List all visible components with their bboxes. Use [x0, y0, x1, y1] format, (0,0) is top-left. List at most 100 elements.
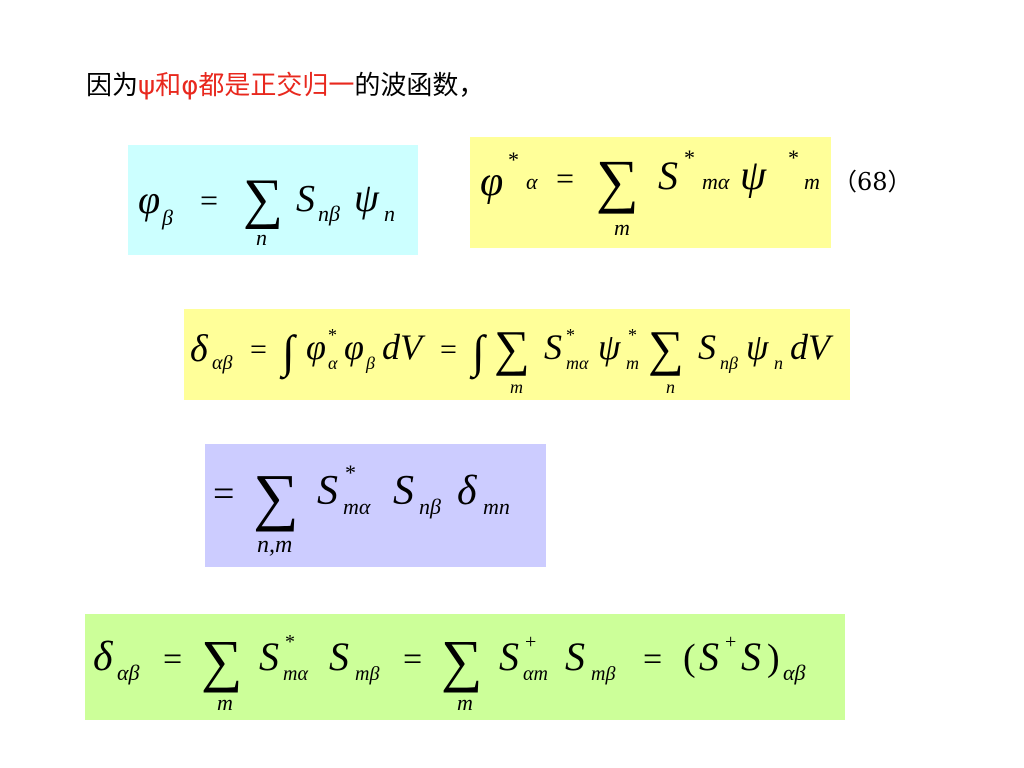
formula-delta-result: δ αβ = ∑ m S * mα S mβ = ∑ m S + αm S mβ… [93, 628, 806, 715]
svg-text:n: n [256, 225, 267, 250]
formula-delta-integral: δ αβ = ∫ φ * α φ β dV = ∫ ∑ m S * mα ψ *… [190, 320, 834, 397]
svg-text:ψ: ψ [746, 327, 769, 367]
svg-text:n,m: n,m [257, 532, 292, 558]
svg-text:m: m [457, 690, 473, 715]
svg-text:*: * [788, 145, 799, 170]
svg-text:nβ: nβ [419, 494, 441, 519]
heading-line: 因为ψ和φ都是正交归一的波函数， [86, 66, 484, 106]
svg-text:S: S [317, 468, 338, 514]
svg-text:S: S [741, 634, 761, 679]
svg-text:∑: ∑ [201, 628, 242, 693]
svg-text:mβ: mβ [591, 663, 615, 685]
svg-text:(: ( [683, 637, 696, 679]
svg-text:β: β [161, 205, 173, 230]
formula-phi-beta-box: φ β = ∑ n S nβ ψ n [128, 145, 418, 255]
formula-delta-integral-box: δ αβ = ∫ φ * α φ β dV = ∫ ∑ m S * mα ψ *… [184, 309, 850, 400]
svg-text:=: = [440, 333, 457, 366]
heading-and: 和 [155, 71, 182, 101]
svg-text:α: α [328, 353, 338, 373]
svg-text:*: * [684, 145, 695, 170]
svg-text:n: n [774, 353, 783, 373]
svg-text:S: S [698, 327, 716, 367]
svg-text:n: n [666, 377, 675, 397]
svg-text:S: S [393, 468, 414, 514]
svg-text:nβ: nβ [720, 353, 738, 373]
formula-phi-beta: φ β = ∑ n S nβ ψ n [138, 168, 395, 250]
svg-text:mα: mα [343, 494, 371, 519]
svg-text:*: * [508, 147, 519, 172]
svg-text:S: S [296, 178, 315, 220]
svg-text:mβ: mβ [355, 663, 379, 685]
svg-text:∑: ∑ [253, 461, 299, 532]
formula-phi-star-alpha: φ * α = ∑ m S * mα ψ * m [480, 145, 820, 240]
svg-text:*: * [345, 460, 356, 485]
svg-text:n: n [384, 201, 395, 226]
heading-psi: ψ [138, 71, 156, 101]
svg-text:S: S [565, 634, 585, 679]
svg-text:β: β [365, 353, 375, 373]
formula-delta-result-box: δ αβ = ∑ m S * mα S mβ = ∑ m S + αm S mβ… [85, 614, 845, 720]
svg-text:∑: ∑ [494, 320, 530, 376]
svg-text:ψ: ψ [598, 327, 621, 367]
svg-text:mn: mn [483, 494, 510, 519]
svg-text:∑: ∑ [441, 628, 482, 693]
svg-text:ψ: ψ [354, 175, 380, 220]
svg-text:φ: φ [344, 327, 364, 367]
svg-text:=: = [200, 182, 218, 218]
svg-text:α: α [526, 169, 538, 194]
svg-text:=: = [556, 160, 574, 196]
svg-text:mα: mα [283, 663, 308, 685]
svg-text:dV: dV [382, 327, 426, 367]
svg-text:m: m [614, 215, 630, 240]
svg-text:∑: ∑ [243, 168, 283, 230]
svg-text:S: S [499, 634, 519, 679]
formula-sum-delta: = ∑ n,m S * mα S nβ δ mn [213, 460, 510, 558]
svg-text:nβ: nβ [318, 201, 340, 226]
svg-text:∑: ∑ [648, 320, 684, 376]
svg-text:m: m [217, 690, 233, 715]
svg-text:*: * [328, 325, 337, 345]
svg-text:mα: mα [702, 169, 730, 194]
heading-orthonormal: 都是正交归一 [198, 71, 355, 101]
svg-text:φ: φ [480, 159, 503, 205]
svg-text:αβ: αβ [783, 660, 806, 685]
svg-text:=: = [643, 641, 662, 678]
heading-phi: φ [181, 71, 199, 101]
svg-text:=: = [163, 641, 182, 678]
svg-text:αβ: αβ [212, 352, 232, 374]
svg-text:+: + [525, 631, 536, 653]
svg-text:*: * [628, 325, 637, 345]
svg-text:m: m [626, 353, 639, 373]
svg-text:dV: dV [790, 327, 834, 367]
svg-text:∫: ∫ [469, 326, 487, 380]
svg-text:δ: δ [190, 328, 209, 370]
svg-text:αβ: αβ [117, 660, 140, 685]
svg-text:=: = [403, 641, 422, 678]
svg-text:αm: αm [523, 663, 548, 685]
svg-text:=: = [250, 333, 267, 366]
svg-text:∫: ∫ [279, 326, 297, 380]
equation-number: （68） [833, 168, 912, 196]
svg-text:+: + [725, 631, 736, 653]
svg-text:S: S [699, 634, 719, 679]
svg-text:m: m [804, 169, 820, 194]
svg-text:m: m [510, 377, 523, 397]
svg-text:δ: δ [93, 634, 114, 680]
svg-text:ψ: ψ [740, 153, 767, 199]
svg-text:mα: mα [566, 353, 589, 373]
svg-text:=: = [213, 473, 234, 515]
formula-phi-star-alpha-box: φ * α = ∑ m S * mα ψ * m [470, 137, 831, 248]
svg-text:): ) [767, 637, 780, 679]
svg-text:δ: δ [457, 468, 478, 514]
formula-sum-delta-box: = ∑ n,m S * mα S nβ δ mn [205, 444, 546, 567]
svg-text:*: * [285, 631, 295, 653]
svg-text:S: S [259, 634, 279, 679]
heading-text-because: 因为 [86, 71, 139, 101]
svg-text:φ: φ [306, 327, 326, 367]
svg-text:*: * [566, 325, 575, 345]
heading-wavefunctions: 的波函数， [354, 71, 485, 101]
svg-text:S: S [658, 153, 678, 198]
svg-text:φ: φ [138, 177, 160, 222]
svg-text:∑: ∑ [596, 148, 639, 214]
svg-text:S: S [329, 634, 349, 679]
